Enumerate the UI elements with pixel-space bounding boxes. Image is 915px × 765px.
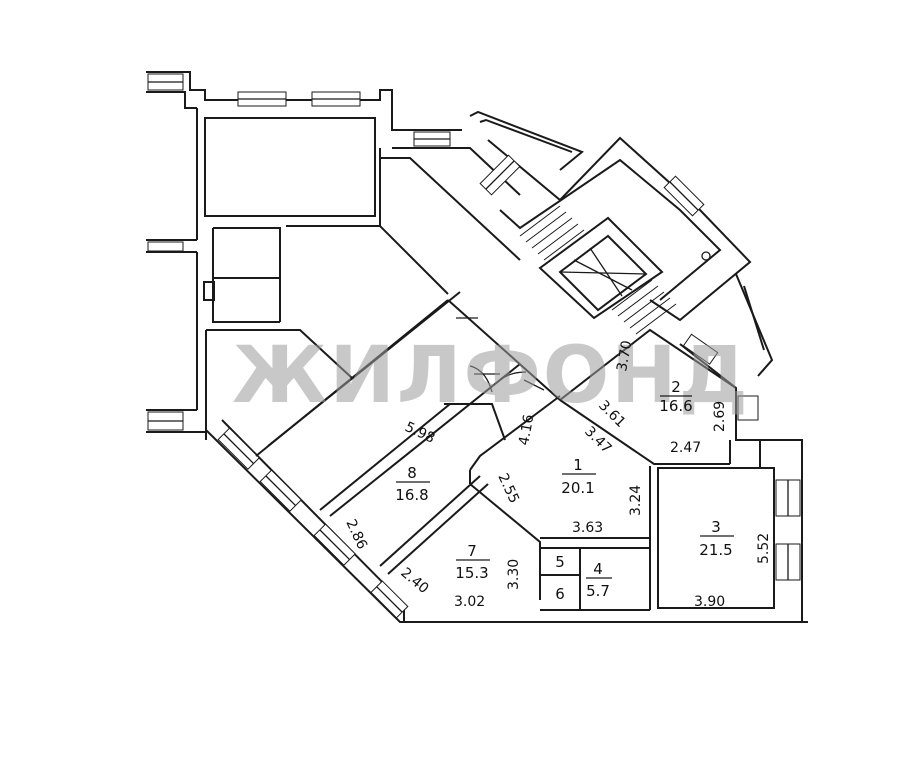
room-2-number: 2 bbox=[671, 378, 681, 396]
apartment-walls bbox=[540, 328, 803, 622]
dim-5-98: 5.98 bbox=[402, 419, 437, 447]
room-3-area: 21.5 bbox=[699, 541, 732, 559]
room-6-number: 6 bbox=[555, 585, 565, 603]
room-1-number: 1 bbox=[573, 456, 583, 474]
room-7-number: 7 bbox=[467, 542, 477, 560]
dim-3-70: 3.70 bbox=[614, 339, 635, 372]
room-labels: 2 16.6 1 20.1 3 21.5 8 16.8 7 15.3 4 5.7… bbox=[395, 378, 734, 603]
room-4-area: 5.7 bbox=[586, 582, 610, 600]
room-1-area: 20.1 bbox=[561, 479, 594, 497]
watermark-logo-text: ЖИЛФОНД bbox=[232, 331, 750, 421]
dim-3-30: 3.30 bbox=[506, 559, 522, 590]
dim-2-40: 2.40 bbox=[397, 565, 431, 597]
room-4-number: 4 bbox=[593, 560, 603, 578]
left-building-walls bbox=[146, 71, 521, 440]
dim-3-02: 3.02 bbox=[454, 594, 485, 610]
room-7-area: 15.3 bbox=[455, 564, 488, 582]
windows-left bbox=[147, 73, 451, 431]
dim-3-90: 3.90 bbox=[694, 594, 725, 610]
room-8-number: 8 bbox=[407, 464, 417, 482]
dim-5-52: 5.52 bbox=[756, 533, 772, 564]
dim-3-63: 3.63 bbox=[572, 520, 603, 536]
dim-2-69: 2.69 bbox=[712, 401, 728, 432]
central-diagonal-walls bbox=[255, 291, 561, 600]
dim-3-24: 3.24 bbox=[628, 485, 644, 516]
stairwell-core bbox=[469, 110, 774, 377]
southwest-diagonal-wall bbox=[205, 419, 808, 623]
dim-2-55: 2.55 bbox=[494, 471, 522, 506]
dim-3-47: 3.47 bbox=[581, 424, 614, 457]
room-3-number: 3 bbox=[711, 518, 721, 536]
room-2-area: 16.6 bbox=[659, 397, 692, 415]
room-5-number: 5 bbox=[555, 553, 565, 571]
room-8-area: 16.8 bbox=[395, 486, 428, 504]
stair-steps bbox=[519, 205, 677, 335]
dim-4-16: 4.16 bbox=[516, 413, 537, 447]
dim-2-47: 2.47 bbox=[670, 440, 701, 456]
